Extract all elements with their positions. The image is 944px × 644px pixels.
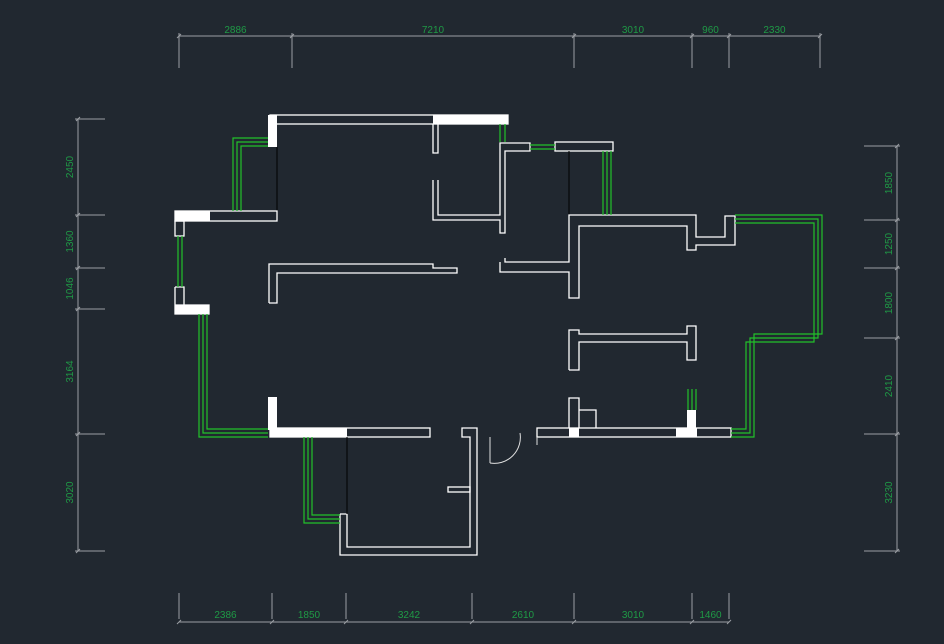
left-dimension-label: 1046 [65,277,76,300]
top-dimension-label: 960 [702,25,719,36]
dimension-tick [176,619,182,625]
dimension-tick [571,619,577,625]
wall-partition-mid [568,325,697,371]
window [202,314,268,434]
window [731,214,823,438]
door-swing [489,432,521,464]
dimension-tick [75,548,81,554]
dimension-tick [689,33,695,39]
walls [174,114,736,556]
top-dimension-label: 3010 [622,25,645,36]
dimension-tick [469,619,475,625]
wall-bottom-right [536,427,732,438]
dimension-lines: 2886 7210 3010 960 2330 2386 1850 3242 2610 3010 1… [65,25,900,625]
wall-solid [270,428,347,437]
dimension-tick [726,619,732,625]
wall-lower-room [339,427,478,556]
wall-partition [268,263,458,304]
pillar [268,397,277,430]
window [240,145,268,211]
dimension-tick [75,306,81,312]
wall-stub [568,397,580,428]
right-dimension-label: 2410 [884,374,895,397]
dimension-tick [894,548,900,554]
dimension-tick [689,619,695,625]
wall-stub [432,124,439,154]
top-dimension-label: 2886 [224,25,247,36]
dimension-tick [75,116,81,122]
dimension-tick [75,212,81,218]
window [731,218,819,434]
window [206,314,268,430]
right-dimension-label: 1250 [884,232,895,255]
window [307,437,340,520]
left-dimension-label: 3164 [65,360,76,383]
pillar [687,410,696,430]
window [232,137,268,211]
dimension-tick [289,33,295,39]
top-dimension-label: 2330 [763,25,786,36]
right-dimension-label: 3230 [884,481,895,504]
window [731,222,815,430]
wall-stub [579,409,597,428]
bottom-dimension-label: 2386 [214,610,237,621]
wall-col [174,220,185,237]
left-dimension-label: 3020 [65,481,76,504]
dimension-tick [176,33,182,39]
dimension-tick [894,431,900,437]
dimension-tick [726,33,732,39]
dimension-tick [817,33,823,39]
windows [177,124,823,524]
left-dimension-label: 1360 [65,230,76,253]
dimension-tick [894,143,900,149]
bottom-dimension-label: 2610 [512,610,535,621]
dimension-tick [894,335,900,341]
window [311,437,340,516]
top-dimension-label: 7210 [422,25,445,36]
dimension-tick [269,619,275,625]
wall-bath [432,142,531,234]
wall-top-right [554,141,614,152]
window [236,141,268,211]
bottom-dimension-label: 1850 [298,610,321,621]
wall-partition-right [499,214,736,299]
dimension-tick [75,431,81,437]
pillar [268,115,277,147]
dimension-tick [894,265,900,271]
wall-solid [175,305,209,314]
bottom-dimension-label: 1460 [699,610,722,621]
window [303,437,340,524]
bottom-dimension-label: 3242 [398,610,421,621]
bottom-dimension-label: 3010 [622,610,645,621]
wall-solid [175,211,210,221]
wall-top-solid [433,115,508,124]
right-dimension-label: 1800 [884,291,895,314]
dimension-tick [571,33,577,39]
dimension-tick [343,619,349,625]
wall-solid [676,428,697,437]
left-dimension-label: 2450 [65,155,76,178]
dimension-tick [75,265,81,271]
wall-solid [569,428,579,437]
dimension-tick [894,217,900,223]
window [198,314,268,438]
wall-stub [447,486,471,493]
right-dimension-label: 1850 [884,171,895,194]
